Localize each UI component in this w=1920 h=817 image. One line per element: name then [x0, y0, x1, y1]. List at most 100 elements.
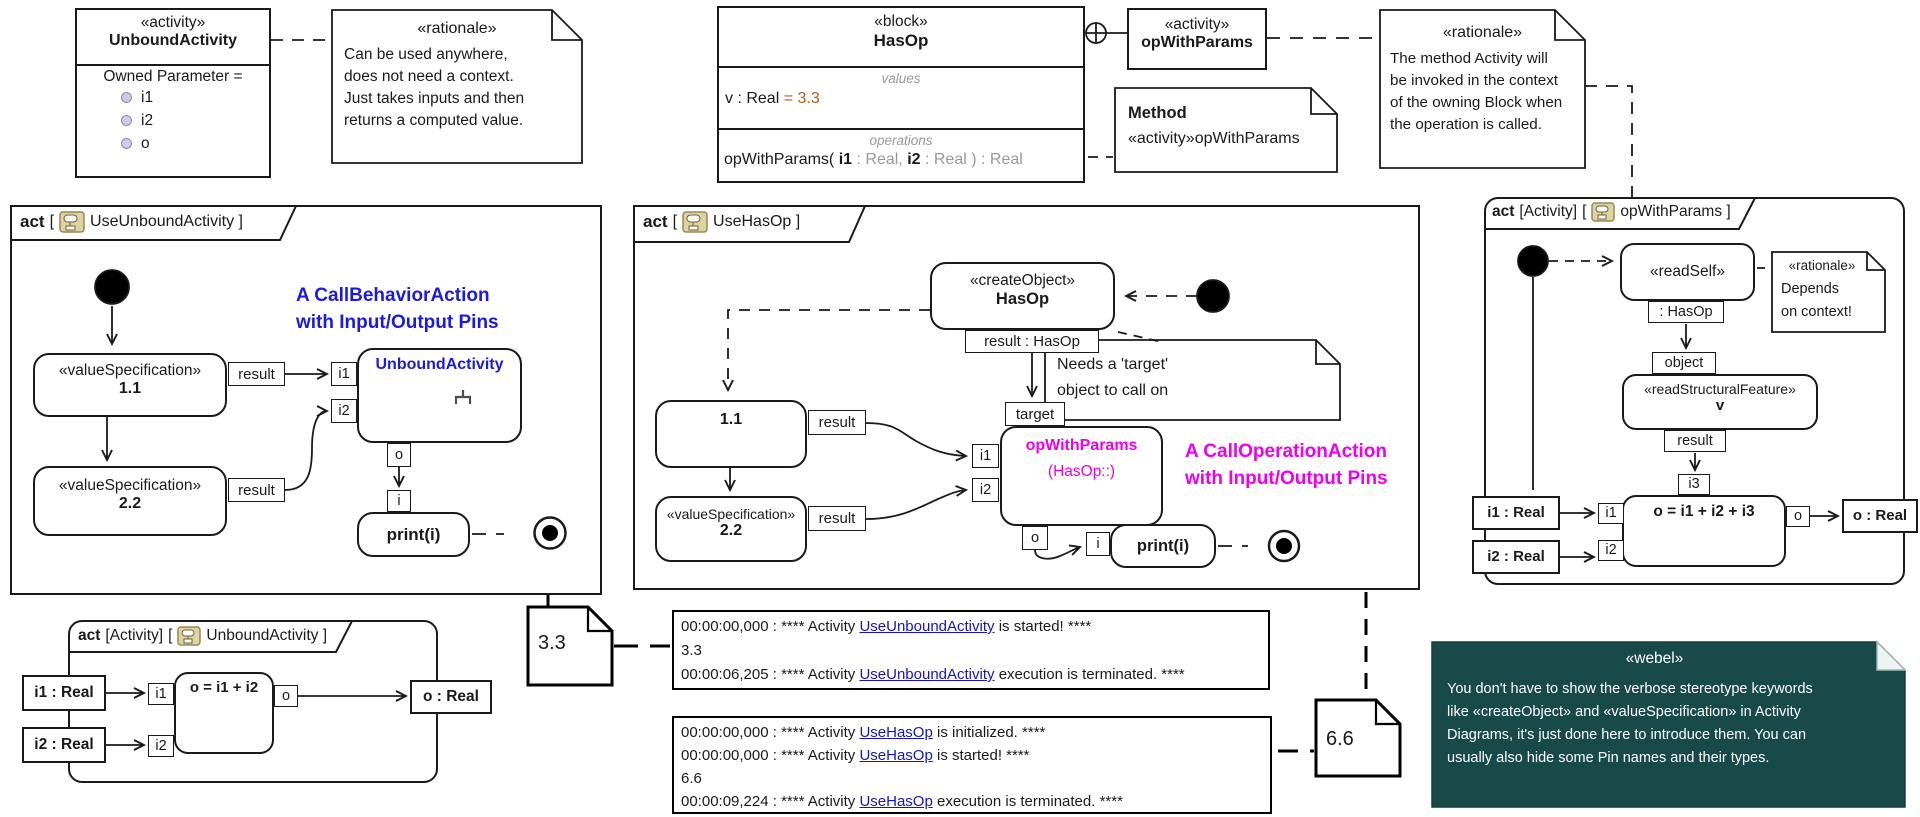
callbehavior-annotation-line: A CallBehaviorAction — [296, 285, 490, 306]
param-node-i2: i2 : Real — [1472, 540, 1560, 574]
param-node-o: o : Real — [410, 680, 492, 714]
pin-o: o — [274, 685, 298, 707]
read-self-action: «readSelf» — [1620, 243, 1755, 301]
frame-tab-op-def: act [Activity] [ opWithParams ] — [1492, 202, 1731, 222]
pin-i: i — [387, 490, 411, 512]
activity-stereotype: «activity» — [1164, 16, 1230, 33]
values-compartment-label: values — [881, 71, 921, 86]
rationale-note-right-shape — [1379, 9, 1586, 169]
tab-outline-unbound-def — [68, 620, 353, 653]
call-operation-action: opWithParams (HasOp::) — [1000, 426, 1163, 526]
pin-result: result — [1664, 430, 1726, 452]
value-spec-1-1: 1.1 — [655, 400, 807, 468]
pin-result-1: result — [228, 362, 285, 386]
pin-i3: i3 — [1678, 474, 1710, 495]
activity-diagram-icon — [682, 211, 708, 233]
rationale-note-left-shape — [331, 9, 583, 164]
create-object-action: «createObject» HasOp — [930, 262, 1115, 330]
pin-i1: i1 — [1598, 503, 1624, 524]
target-note-line: Needs a 'target' — [1057, 356, 1169, 373]
block-name: HasOp — [873, 31, 929, 50]
webel-note-line: Diagrams, it's just done here to introdu… — [1447, 727, 1807, 743]
rationale-small-line: on context! — [1781, 304, 1852, 320]
activity-diagram-icon — [177, 626, 202, 646]
anchor-rationale-opframe — [1585, 85, 1633, 203]
owned-parameter-label: Owned Parameter = — [103, 68, 243, 85]
rationale-right-line: the operation is called. — [1390, 116, 1542, 133]
pin-i1: i1 — [972, 444, 999, 468]
frame-tab-use-unbound: act [ UseUnboundActivity ] — [20, 211, 243, 233]
print-action-2: print(i) — [1110, 524, 1216, 568]
pin-hasop: : HasOp — [1648, 301, 1724, 323]
activity-diagram-icon — [59, 211, 85, 233]
tab-outline-op-def — [1484, 197, 1756, 230]
rake-icon — [454, 390, 472, 404]
rationale-right-title: «rationale» — [1442, 24, 1523, 41]
note-3-3: 3.3 — [538, 632, 566, 654]
action-o-eq-i1-i2-i3: o = i1 + i2 + i3 — [1622, 495, 1786, 567]
pin-o: o — [1022, 526, 1048, 550]
note-6-6: 6.6 — [1326, 728, 1354, 750]
pin-i1: i1 — [148, 683, 174, 705]
value-spec-2-2: «valueSpecification» 2.2 — [655, 496, 807, 562]
log-link-use-hasop[interactable]: UseHasOp — [859, 724, 933, 741]
initial-node-3 — [1517, 245, 1549, 277]
webel-note-line: like «createObject» and «valueSpecificat… — [1447, 704, 1801, 720]
log-line: 00:00:00,000 : **** Activity UseHasOp is… — [681, 747, 1030, 764]
rationale-note-small-shape — [1771, 251, 1886, 333]
log-line: 6.6 — [681, 770, 702, 787]
initial-node-1 — [94, 269, 130, 305]
operations-compartment-label: operations — [869, 133, 933, 148]
webel-note-line: You don't have to show the verbose stere… — [1447, 681, 1813, 697]
log-link-use-unbound[interactable]: UseUnboundActivity — [859, 666, 995, 683]
rationale-right-line: The method Activity will — [1390, 50, 1548, 67]
method-note-line: «activity»opWithParams — [1128, 130, 1300, 147]
log-link-use-hasop[interactable]: UseHasOp — [859, 747, 933, 764]
pin-result-2: result — [228, 478, 285, 502]
rationale-left-line: Just takes inputs and then — [344, 90, 525, 107]
call-operation-context: (HasOp::) — [1047, 463, 1116, 480]
frame-use-hasop — [633, 205, 1420, 590]
param-node-i2: i2 : Real — [22, 727, 106, 763]
log-line: 3.3 — [681, 642, 702, 659]
rationale-left-line: Can be used anywhere, — [344, 46, 508, 63]
pin-object: object — [1652, 352, 1716, 374]
activity-name: opWithParams — [1141, 34, 1253, 51]
value-spec-1-1: «valueSpecification» 1.1 — [33, 353, 227, 417]
log-line: 00:00:00,000 : **** Activity UseUnboundA… — [681, 618, 1092, 635]
param-item: i2 — [121, 109, 269, 132]
pin-i: i — [1086, 532, 1110, 556]
log-box-1: 00:00:00,000 : **** Activity UseUnboundA… — [672, 610, 1270, 690]
parameter-bullet-icon — [121, 138, 132, 149]
rationale-left-title: «rationale» — [417, 20, 497, 37]
param-node-i1: i1 : Real — [22, 675, 106, 711]
pin-target: target — [1005, 402, 1065, 426]
parameter-bullet-icon — [121, 92, 132, 103]
frame-use-unbound-activity — [10, 205, 602, 595]
call-behavior-action-unbound: UnboundActivity — [357, 348, 522, 443]
action-name: UnboundActivity — [375, 356, 504, 373]
tab-outline-use-hasop — [633, 205, 866, 243]
activity-diagram-icon — [1591, 202, 1616, 222]
pin-i2: i2 — [1598, 540, 1624, 561]
pin-i2: i2 — [148, 735, 174, 757]
log-link-use-hasop[interactable]: UseHasOp — [859, 793, 933, 810]
note-66-shape — [1314, 698, 1402, 778]
pin-i2: i2 — [331, 399, 357, 423]
log-box-2: 00:00:00,000 : **** Activity UseHasOp is… — [672, 716, 1272, 814]
operation-signature: opWithParams( i1 : Real, i2 : Real ) : R… — [724, 151, 1023, 168]
rationale-right-line: be invoked in the context — [1390, 72, 1559, 89]
call-operation-name: opWithParams — [1025, 437, 1138, 454]
log-link-use-unbound[interactable]: UseUnboundActivity — [859, 618, 995, 635]
method-note-title: Method — [1128, 104, 1187, 122]
log-line: 00:00:00,000 : **** Activity UseHasOp is… — [681, 724, 1046, 741]
hasop-block: «block» HasOp values v : Real = 3.3 oper… — [717, 6, 1085, 183]
webel-note-shape — [1431, 641, 1906, 808]
calloperation-annotation-line: A CallOperationAction — [1185, 441, 1387, 462]
rationale-small-line: Depends — [1781, 281, 1840, 297]
frame-opwithparams-definition — [1484, 197, 1905, 585]
frame-tab-unbound-def: act [Activity] [ UnboundActivity ] — [78, 626, 328, 646]
print-action-1: print(i) — [357, 512, 470, 557]
